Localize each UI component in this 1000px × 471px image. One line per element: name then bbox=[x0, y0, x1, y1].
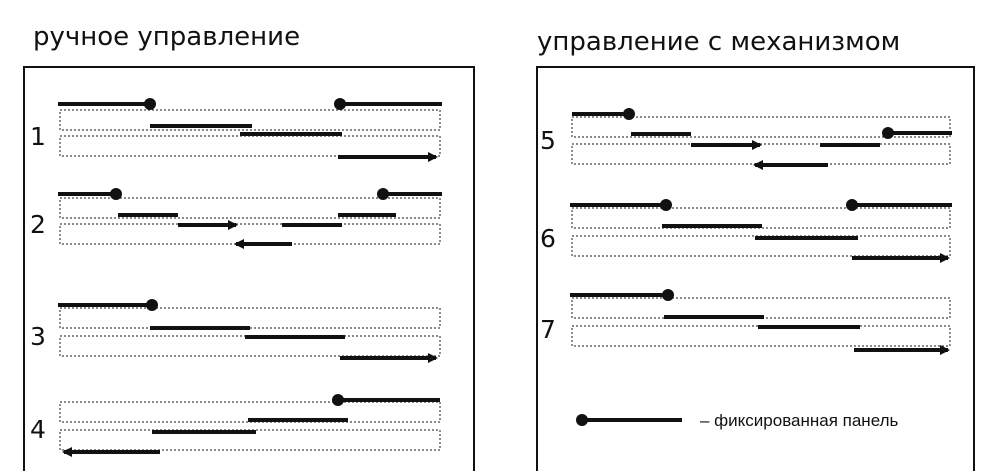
panel-title-manual: ручное управление bbox=[33, 22, 301, 52]
legend-label: – фиксированная панель bbox=[700, 411, 899, 430]
legend: – фиксированная панель bbox=[576, 411, 899, 430]
right-panel-frame bbox=[536, 66, 975, 471]
panel-title-mechanism: управление с механизмом bbox=[537, 27, 901, 57]
config-7 bbox=[570, 289, 951, 355]
config-number: 5 bbox=[540, 126, 556, 155]
config-5 bbox=[571, 108, 952, 170]
config-number: 2 bbox=[30, 210, 46, 239]
config-number: 1 bbox=[30, 122, 46, 151]
config-2 bbox=[58, 188, 442, 249]
config-4 bbox=[59, 394, 441, 457]
config-number: 6 bbox=[540, 224, 556, 253]
config-6 bbox=[570, 199, 952, 263]
config-number: 7 bbox=[540, 315, 556, 344]
config-number: 3 bbox=[30, 322, 46, 351]
config-1 bbox=[58, 98, 442, 162]
config-number: 4 bbox=[30, 415, 46, 444]
config-3 bbox=[58, 299, 441, 363]
left-panel-frame bbox=[23, 66, 475, 471]
